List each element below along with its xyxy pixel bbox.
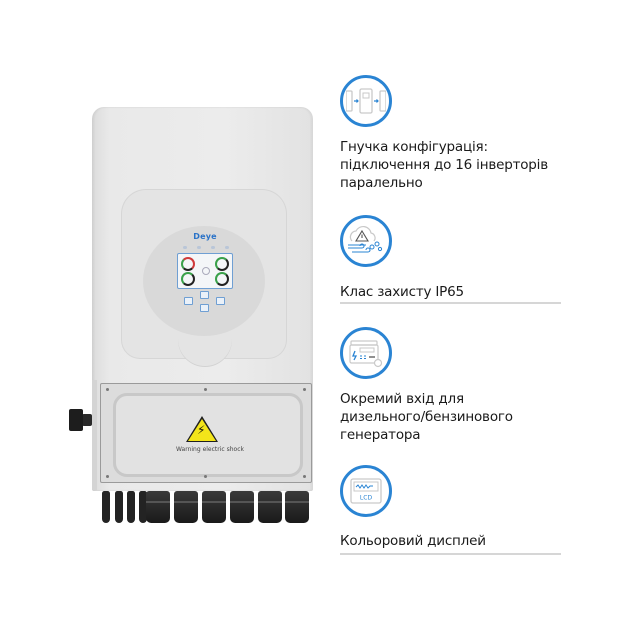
led-indicator [211,246,215,249]
screw [204,388,207,391]
pv-connector [139,491,147,523]
divider [340,302,561,304]
cable-gland [230,491,254,523]
up-key [200,291,209,299]
gauge-icon [181,257,195,271]
feature-text-parallel: Гнучка конфігурація: підключення до 16 і… [340,138,600,192]
lcd-display-icon: LCD [340,465,392,517]
warning-label: Warning electric shock [176,446,244,453]
gauge-icon [215,257,229,271]
screw [106,388,109,391]
warning-triangle-fill [188,419,216,441]
led-indicator [197,246,201,249]
weather-protection-icon [340,215,392,267]
down-key [200,304,209,312]
cable-gland [258,491,282,523]
dc-switch-knob [69,409,83,431]
feature-line: Клас захисту IP65 [340,284,464,300]
dc-switch-stem [82,414,92,426]
product-image: Deye ⚡ Warning electric shock [69,107,313,523]
cable-gland [174,491,198,523]
screw [303,475,306,478]
feature-line: Окремий вхід для [340,391,464,407]
pv-connector [115,491,123,523]
lcd-screen [177,253,233,289]
screw [303,388,306,391]
feature-line: підключення до 16 інверторів [340,157,548,173]
gauge-icon [215,272,229,286]
parallel-inverters-icon [340,75,392,127]
enter-key [216,297,225,305]
svg-text:LCD: LCD [360,495,373,502]
screw [106,475,109,478]
pv-connector [102,491,110,523]
feature-line: паралельно [340,175,423,191]
gauge-icon [181,272,195,286]
status-leds [183,246,229,249]
esc-key [184,297,193,305]
feature-line: Гнучка конфігурація: [340,139,488,155]
lightning-bolt-icon: ⚡ [197,423,206,437]
divider [340,553,561,555]
inverter-side-edge [92,380,97,490]
brand-logo: Deye [193,232,217,241]
cable-gland [146,491,170,523]
cable-gland [285,491,309,523]
led-indicator [225,246,229,249]
feature-line: генератора [340,427,421,443]
feature-text-ip65: Клас захисту IP65 [340,283,600,301]
flow-center-icon [202,267,210,275]
feature-text-lcd: Кольоровий дисплей [340,532,600,550]
led-indicator [183,246,187,249]
feature-line: Кольоровий дисплей [340,533,486,549]
screw [204,475,207,478]
pv-connector [127,491,135,523]
cable-gland [202,491,226,523]
feature-line: дизельного/бензинового [340,409,513,425]
feature-text-generator: Окремий вхід для дизельного/бензинового … [340,390,600,444]
generator-icon [340,327,392,379]
